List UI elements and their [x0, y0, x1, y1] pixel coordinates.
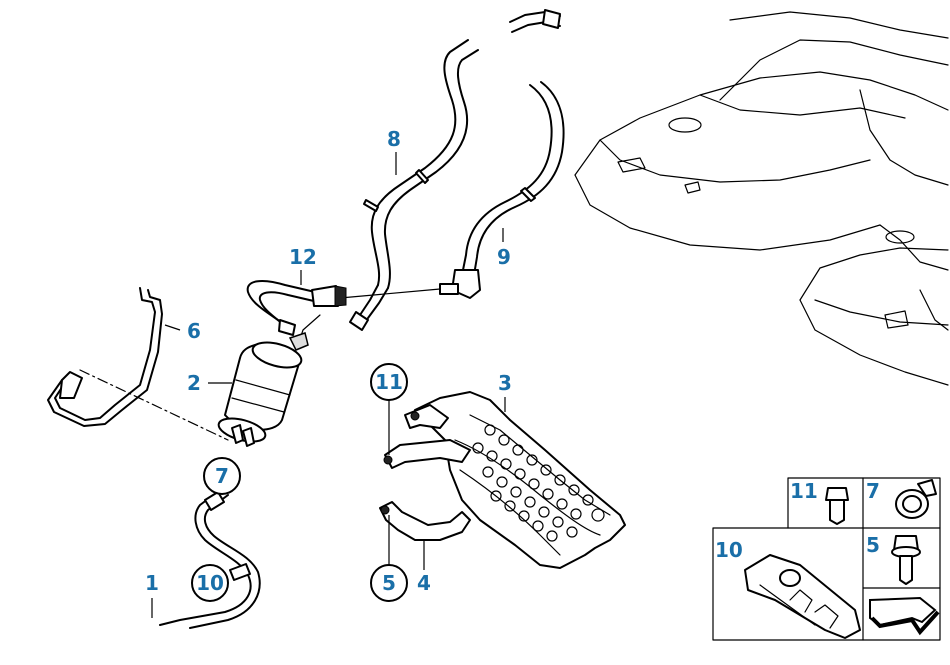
- flange-bolt-icon: [891, 535, 921, 585]
- hose-clip-icon: [744, 554, 861, 639]
- callout-9: 9: [497, 245, 511, 269]
- hose-1: [159, 489, 261, 629]
- callout-8: 8: [387, 127, 401, 151]
- callout-2: 2: [187, 371, 201, 395]
- legend-label-5: 5: [866, 533, 880, 557]
- callout-5: 5: [382, 571, 396, 595]
- callout-1: 1: [145, 571, 159, 595]
- callout-4: 4: [417, 571, 431, 595]
- callout-7: 7: [215, 464, 229, 488]
- callout-10-circle: [191, 564, 229, 602]
- hose-clamp-icon: [895, 479, 937, 519]
- bolt-icon: [825, 487, 849, 525]
- callout-6: 6: [187, 319, 201, 343]
- legend-label-11: 11: [790, 479, 818, 503]
- callout-7-circle: [203, 457, 241, 495]
- heat-shield-pattern: [472, 424, 594, 542]
- heat-shield-3: [383, 391, 626, 569]
- callout-12: 12: [289, 245, 317, 269]
- direction-arrow-icon: [869, 596, 940, 636]
- callout-11: 11: [375, 370, 403, 394]
- legend-label-7: 7: [866, 479, 880, 503]
- callout-10: 10: [196, 571, 224, 595]
- callout-3: 3: [498, 371, 512, 395]
- hose-top-end: [509, 9, 561, 33]
- fuel-filter-2: [217, 332, 309, 447]
- fuel-tank-illustration: [574, 11, 949, 386]
- hose-9: [439, 81, 565, 299]
- hose-8: [349, 39, 479, 331]
- clamp-4: [379, 501, 471, 541]
- parts-legend: 11 7 10 5: [712, 477, 941, 641]
- bracket-6: [47, 287, 163, 427]
- legend-label-10: 10: [715, 538, 743, 562]
